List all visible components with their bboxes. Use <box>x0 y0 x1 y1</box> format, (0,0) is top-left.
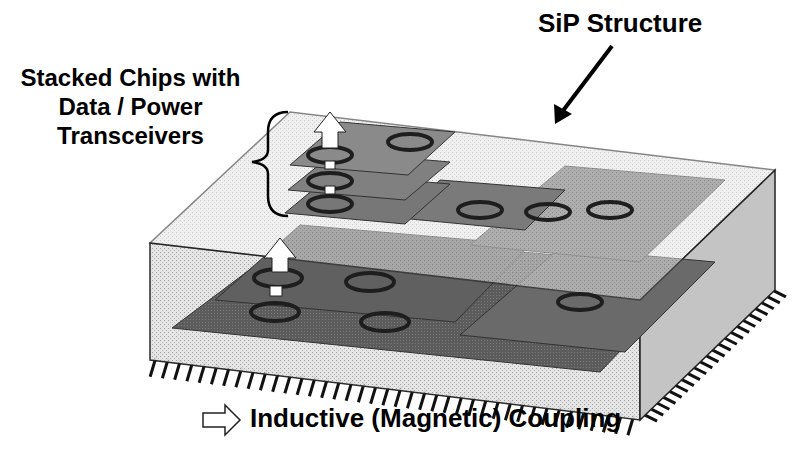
stacked-chips-label: Stacked Chips with Data / Power Transcei… <box>8 64 253 150</box>
legend-text: Inductive (Magnetic) Coupling <box>250 403 770 434</box>
legend-arrow <box>203 405 240 435</box>
sip-label: SiP Structure <box>538 8 778 39</box>
